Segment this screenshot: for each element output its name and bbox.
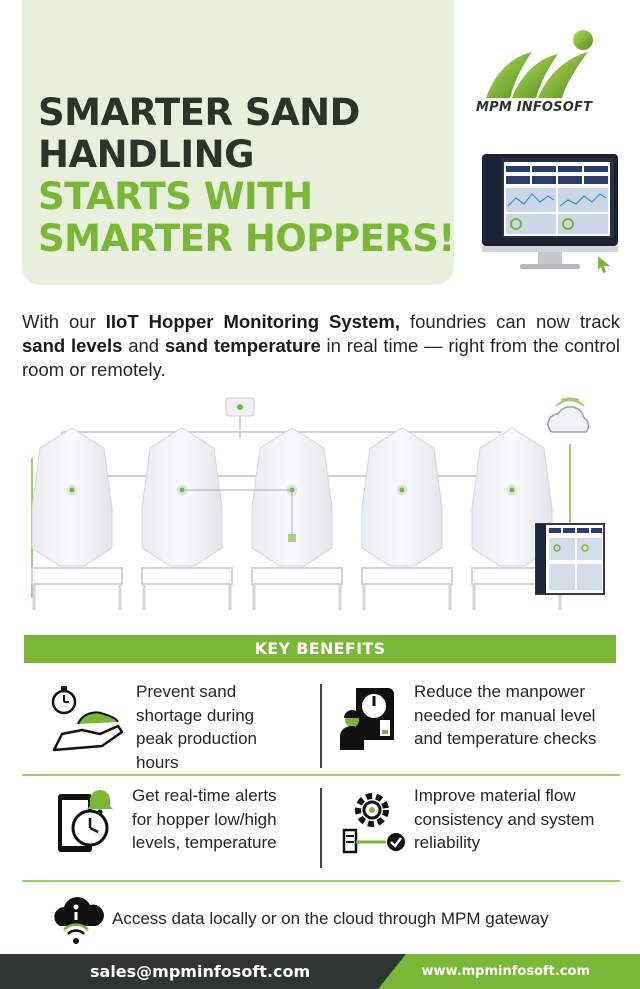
headline-line-3: STARTS WITH <box>38 175 313 218</box>
footer-accent <box>378 954 640 989</box>
hero-panel <box>22 0 454 285</box>
row-divider <box>22 774 620 776</box>
headline-line-1: SMARTER SAND <box>38 91 360 134</box>
benefit-text: Prevent sand shortage during peak produc… <box>136 682 257 772</box>
dashboard-monitor-icon <box>482 154 618 273</box>
intro-bold-sand-temperature: sand temperature <box>164 335 321 356</box>
gear-server-check-icon <box>342 793 405 854</box>
hopper-plant-illustration <box>31 397 605 610</box>
benefit-item: Improve material flow consistency and sy… <box>340 784 620 856</box>
cloud-wifi-icon <box>54 897 104 944</box>
benefit-item: Prevent sand shortage during peak produc… <box>48 680 308 774</box>
footer: sales@mpminfosoft.com www.mpminfosoft.co… <box>0 954 640 989</box>
brand-name: MPM INFOSOFT <box>476 100 593 115</box>
benefit-item: Reduce the manpower needed for manual le… <box>340 680 620 752</box>
benefit-text: Access data locally or on the cloud thro… <box>112 909 549 929</box>
worker-gauge-icon <box>340 688 394 750</box>
benefit-text: Reduce the manpower needed for manual le… <box>414 682 597 748</box>
benefit-item: Get real-time alerts for hopper low/high… <box>50 784 310 856</box>
intro-bold-sand-levels: sand levels <box>22 335 123 356</box>
stopwatch-hand-icon <box>51 686 124 752</box>
key-benefits-header: KEY BENEFITS <box>24 635 616 663</box>
column-divider <box>320 788 322 868</box>
phone-alert-clock-icon <box>58 790 113 852</box>
email-link[interactable]: sales@mpminfosoft.com <box>90 962 311 981</box>
intro-paragraph: With our IIoT Hopper Monitoring System, … <box>22 311 620 380</box>
website-link[interactable]: www.mpminfosoft.com <box>421 964 591 979</box>
headline-line-4: SMARTER HOPPERS! <box>38 217 455 260</box>
column-divider <box>320 684 322 768</box>
row-divider <box>22 880 620 882</box>
headline: SMARTER SAND HANDLING STARTS WITH SMARTE… <box>38 92 455 260</box>
benefit-text: Get real-time alerts for hopper low/high… <box>132 786 277 852</box>
mpm-logo-icon <box>486 30 593 98</box>
intro-bold-product: IIoT Hopper Monitoring System, <box>105 311 400 332</box>
headline-line-2: HANDLING <box>38 133 254 176</box>
benefit-text: Improve material flow consistency and sy… <box>414 786 595 852</box>
benefit-item: Access data locally or on the cloud thro… <box>50 892 620 946</box>
